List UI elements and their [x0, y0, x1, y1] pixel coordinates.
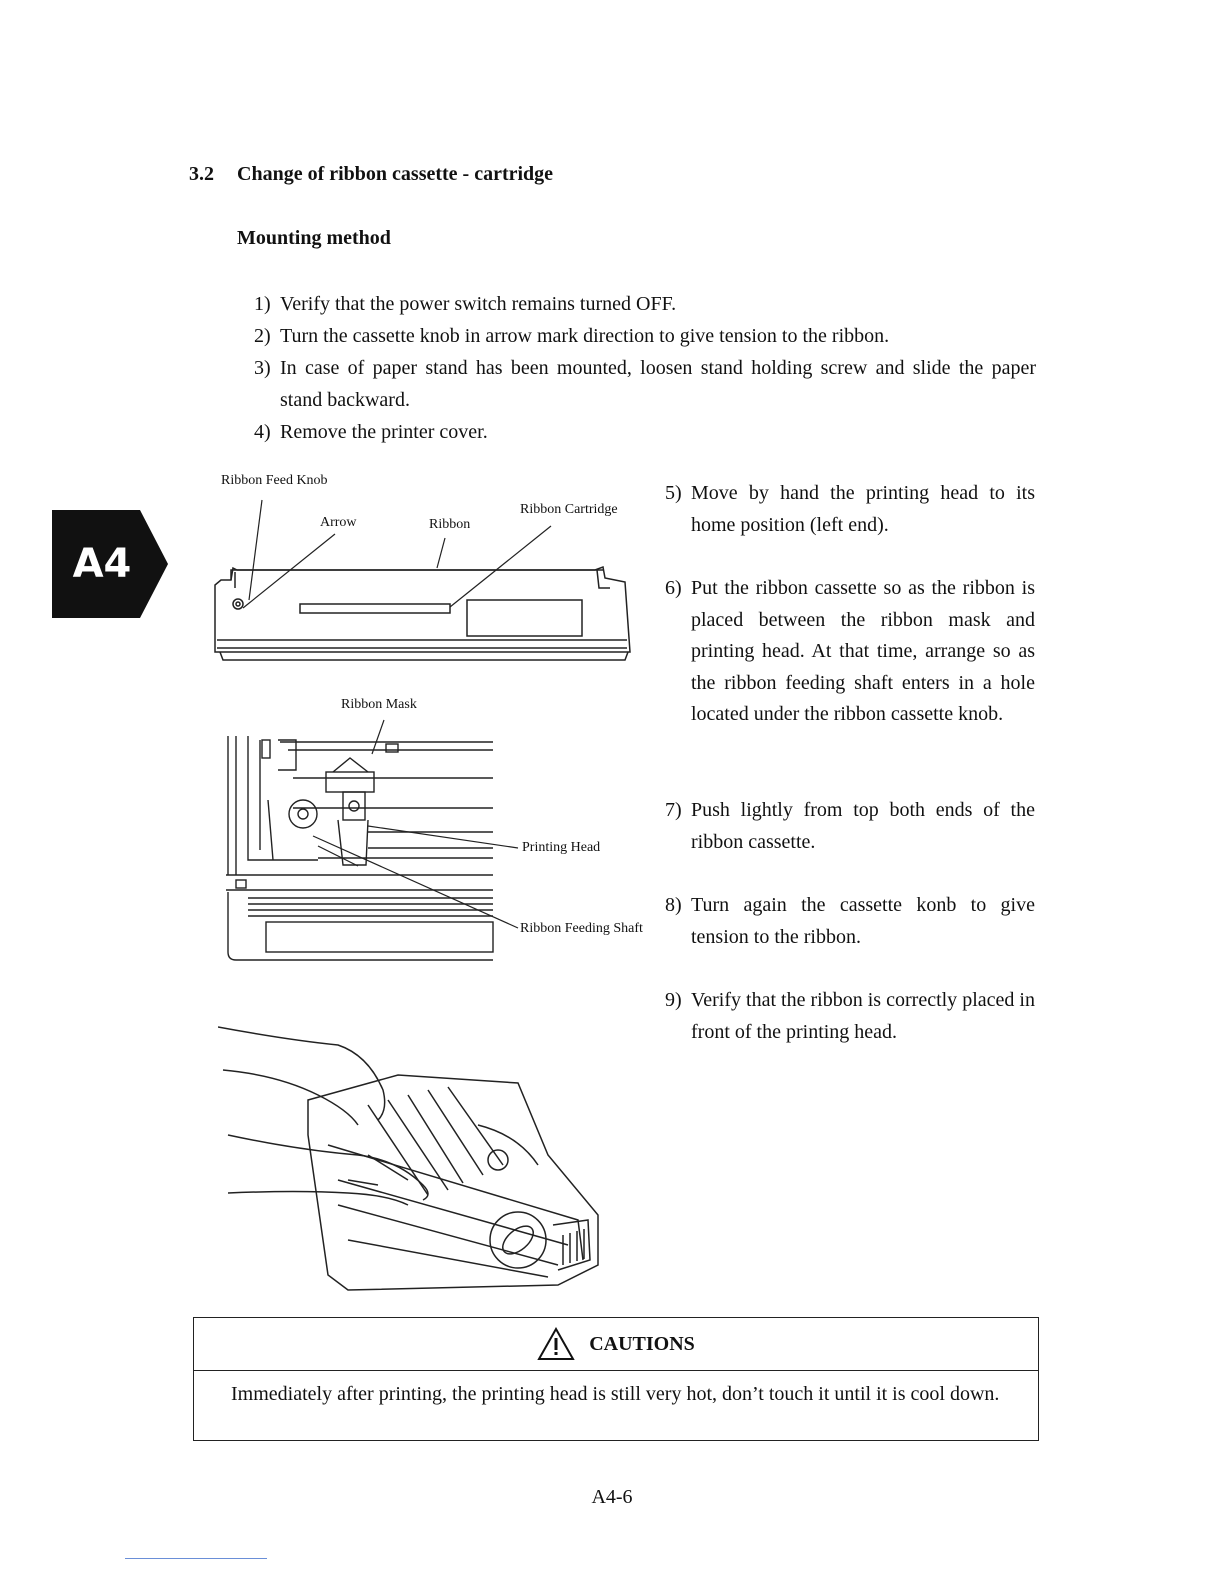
hands-installing-figure — [218, 1015, 618, 1300]
label-ribbon-cartridge: Ribbon Cartridge — [520, 502, 618, 517]
step-number: 5) — [665, 482, 682, 504]
step-text: Move by hand the printing head to its ho… — [691, 482, 1035, 536]
ribbon-cartridge-figure: Ribbon Feed Knob Arrow Ribbon Ribbon Car… — [205, 470, 635, 670]
label-ribbon-feeding-shaft: Ribbon Feeding Shaft — [520, 921, 643, 936]
caution-text: Immediately after printing, the printing… — [231, 1383, 1000, 1405]
step-text: Push lightly from top both ends of the r… — [691, 799, 1035, 853]
step-2: 2) Turn the cassette knob in arrow mark … — [254, 320, 1044, 352]
step-text: Turn the cassette knob in arrow mark dir… — [280, 325, 890, 347]
chapter-tab-shape — [52, 510, 168, 618]
caution-box: CAUTIONS Immediately after printing, the… — [193, 1317, 1039, 1441]
ribbon-cartridge-drawing — [214, 499, 631, 661]
caution-title: CAUTIONS — [589, 1332, 695, 1355]
step-number: 4) — [254, 421, 271, 443]
printer-mechanism-figure: Ribbon Mask Printing Head Ribbon Feeding… — [218, 690, 658, 970]
step-text: In case of paper stand has been mounted,… — [280, 357, 1036, 379]
label-ribbon-mask: Ribbon Mask — [341, 697, 417, 712]
step-3: 3) In case of paper stand has been mount… — [254, 352, 1044, 416]
chapter-tab-label: A4 — [72, 541, 132, 587]
step-6: 6) Put the ribbon cassette so as the rib… — [665, 573, 1037, 765]
label-printing-head: Printing Head — [522, 840, 601, 855]
step-8: 8) Turn again the cassette konb to give … — [665, 890, 1037, 954]
step-text: Put the ribbon cassette so as the ribbon… — [691, 577, 1035, 726]
chapter-tab: A4 — [52, 510, 168, 618]
step-number: 7) — [665, 799, 682, 821]
printer-mechanism-drawing — [226, 719, 519, 961]
section-title: Change of ribbon cassette - cartridge — [237, 163, 554, 185]
caution-header: CAUTIONS — [194, 1318, 1038, 1371]
step-text: Turn again the cassette konb to give ten… — [691, 894, 1035, 948]
footer-rule — [125, 1558, 267, 1559]
step-number: 1) — [254, 293, 271, 315]
step-number: 2) — [254, 325, 271, 347]
step-1: 1) Verify that the power switch remains … — [254, 288, 1044, 320]
step-text: Verify that the ribbon is correctly plac… — [691, 989, 1035, 1043]
page-number: A4-6 — [591, 1486, 633, 1508]
step-7: 7) Push lightly from top both ends of th… — [665, 795, 1037, 859]
label-ribbon-feed-knob: Ribbon Feed Knob — [221, 473, 328, 488]
warning-triangle-icon — [537, 1327, 575, 1360]
step-4: 4) Remove the printer cover. — [254, 416, 1044, 448]
label-ribbon: Ribbon — [429, 517, 471, 532]
section-number: 3.2 — [189, 163, 214, 185]
step-number: 8) — [665, 894, 682, 916]
step-9: 9) Verify that the ribbon is correctly p… — [665, 985, 1037, 1049]
step-text: Remove the printer cover. — [280, 421, 488, 443]
step-number: 9) — [665, 989, 682, 1011]
step-number: 3) — [254, 357, 271, 379]
step-text: Verify that the power switch remains tur… — [280, 293, 677, 315]
subsection-title: Mounting method — [237, 227, 391, 249]
step-number: 6) — [665, 577, 682, 599]
label-arrow: Arrow — [320, 515, 357, 530]
hands-installing-drawing — [218, 1026, 599, 1291]
step-5: 5) Move by hand the printing head to its… — [665, 478, 1037, 542]
step-text-continued: stand backward. — [280, 389, 410, 411]
